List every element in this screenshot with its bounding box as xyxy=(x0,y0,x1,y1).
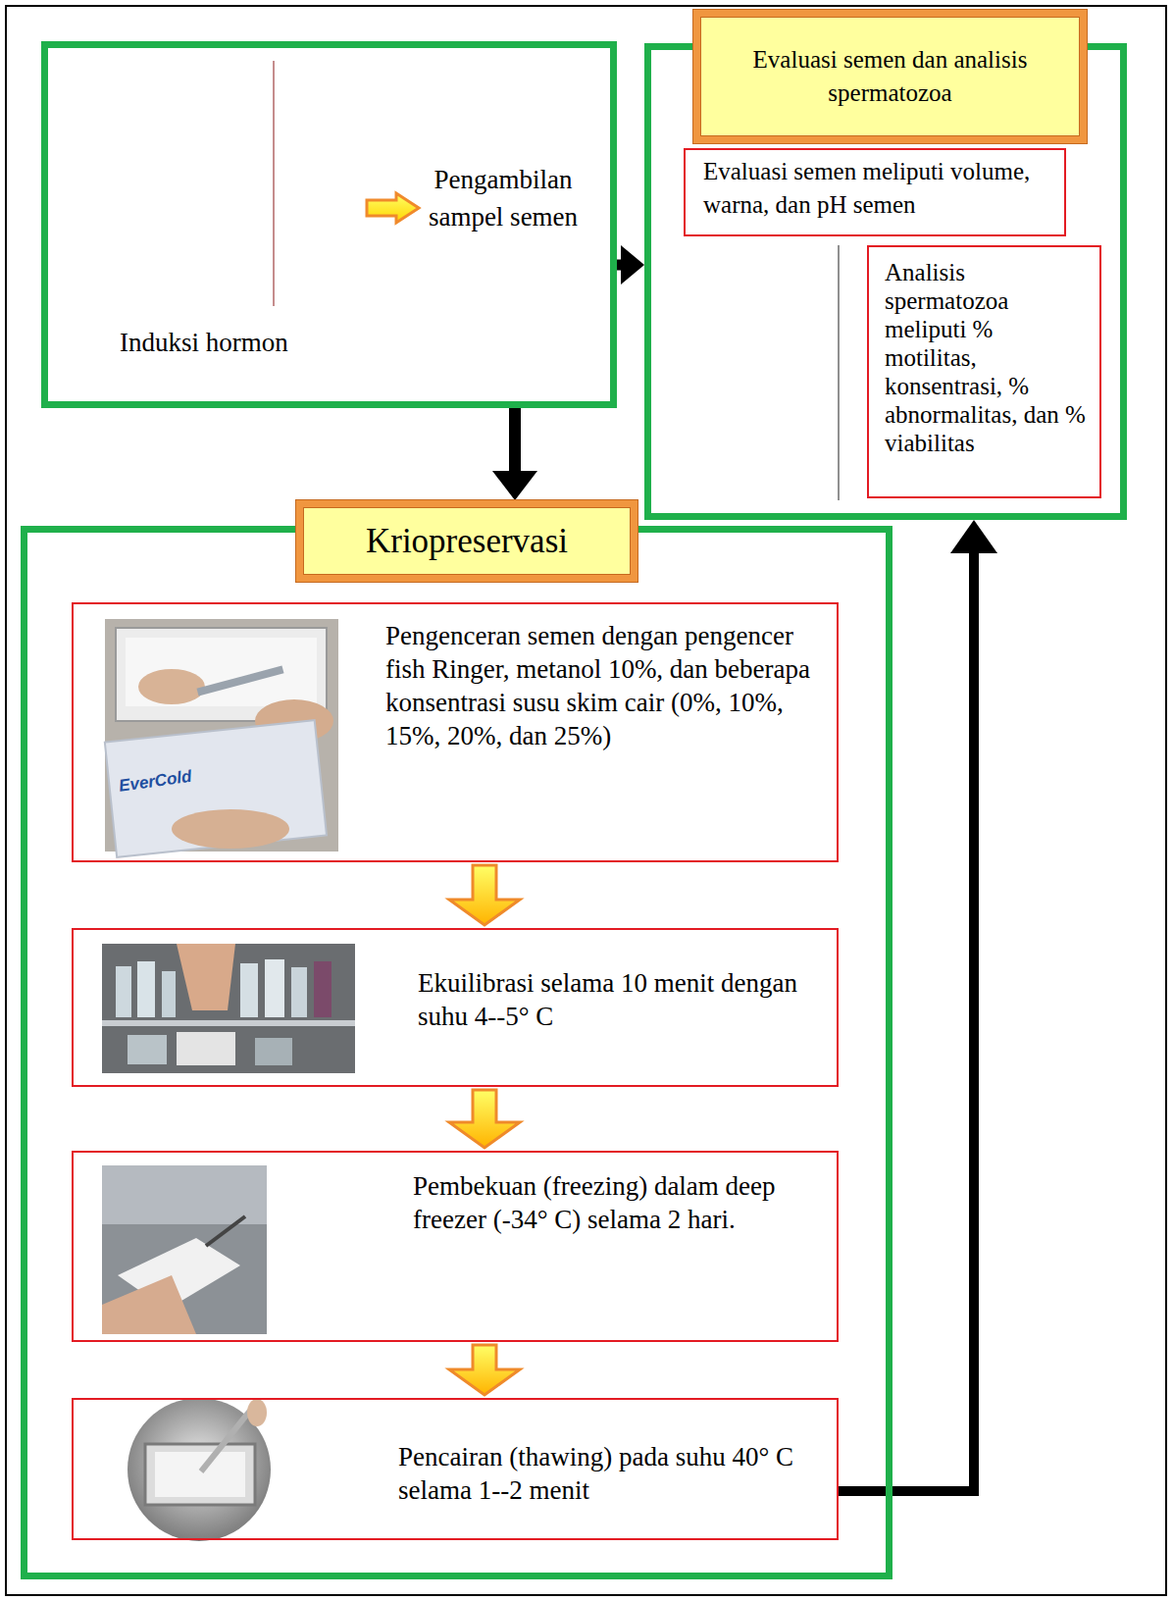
node-text: Pengambilan sampel semen xyxy=(425,160,581,236)
detail-box: Analisis spermatozoa meliputi % motilita… xyxy=(867,245,1102,499)
node-text: Analisis spermatozoa meliputi % motilita… xyxy=(884,257,1086,458)
process-step-box: Pembekuan (freezing) dalam deep freezer … xyxy=(71,1150,839,1342)
flow-block-arrow xyxy=(449,865,520,925)
flow-block-arrow xyxy=(449,1089,520,1148)
photo-water-bath xyxy=(127,1397,271,1541)
process-step-box: Pencairan (thawing) pada suhu 40° C sela… xyxy=(71,1397,839,1540)
brand-text: EverCold xyxy=(117,766,194,797)
node-text: Kriopreservasi xyxy=(309,520,624,562)
outer-frame xyxy=(5,5,1167,1595)
section-heading: Evaluasi semen dan analisis spermatozoa xyxy=(693,9,1087,144)
process-step-box: Ekuilibrasi selama 10 menit dengan suhu … xyxy=(71,927,839,1087)
detail-box: Evaluasi semen meliputi volume, warna, d… xyxy=(683,148,1067,237)
node-text: Ekuilibrasi selama 10 menit dengan suhu … xyxy=(417,966,811,1033)
photo-dilution xyxy=(104,618,339,858)
evaluation-group-box: Evaluasi semen dan analisis spermatozoaE… xyxy=(644,43,1127,520)
photo-refrigerator xyxy=(102,943,356,1073)
node-text: Pembekuan (freezing) dalam deep freezer … xyxy=(412,1169,814,1236)
step-arrow xyxy=(366,193,419,223)
process-step-box: Pengenceran semen dengan pengencer fish … xyxy=(71,602,839,863)
node-text: Pencairan (thawing) pada suhu 40° C sela… xyxy=(398,1439,801,1507)
flow-arrow xyxy=(616,245,645,285)
process-group-box: Induksi hormon Pengambilan sampel semen xyxy=(41,41,617,408)
flow-block-arrow xyxy=(449,1344,520,1395)
section-heading: Kriopreservasi xyxy=(296,500,638,582)
cryopreservation-group-box: KriopreservasiPengenceran semen dengan p… xyxy=(20,525,893,1580)
flow-arrow xyxy=(838,519,998,1491)
image-placeholder-line xyxy=(273,60,275,306)
node-text: Pengenceran semen dengan pengencer fish … xyxy=(385,618,817,753)
node-text: Evaluasi semen meliputi volume, warna, d… xyxy=(703,154,1063,222)
photo-freezer xyxy=(102,1165,267,1334)
node-text: Evaluasi semen dan analisis spermatozoa xyxy=(718,43,1063,110)
image-placeholder-line xyxy=(838,245,840,501)
node-text: Induksi hormon xyxy=(119,325,375,359)
flow-arrow xyxy=(492,408,538,501)
